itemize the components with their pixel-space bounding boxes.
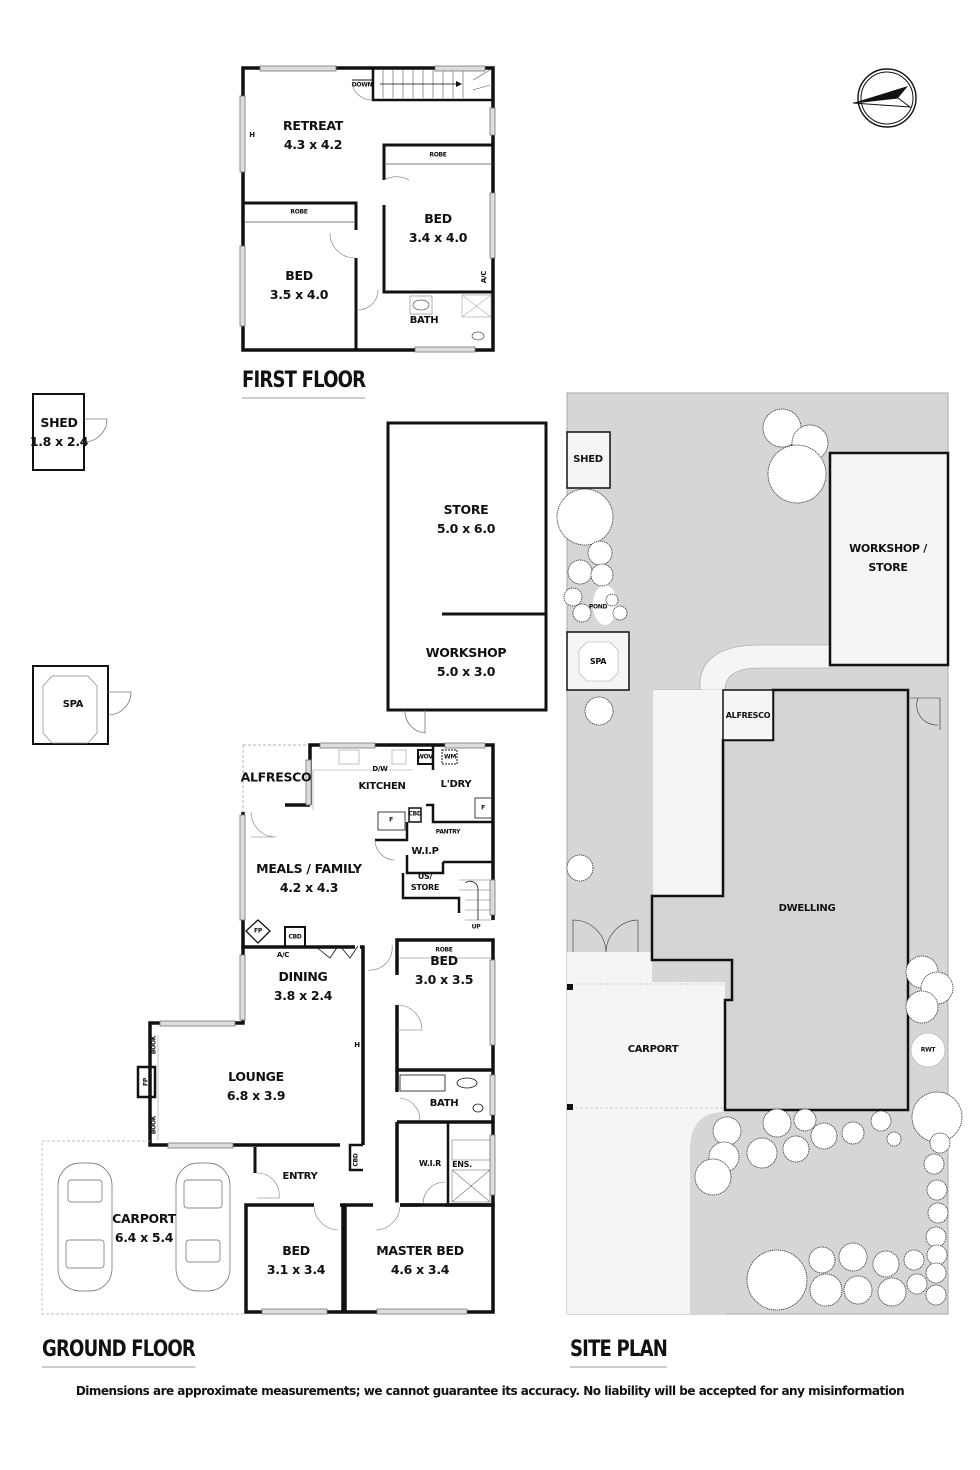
room-wip: W.I.P [411, 846, 439, 857]
room-dims: 6.8 x 3.9 [226, 1088, 286, 1103]
room-carport: CARPORT 6.4 x 5.4 [112, 1209, 176, 1247]
site-pond-label: POND [588, 603, 608, 611]
room-dims: 4.3 x 4.2 [283, 137, 343, 152]
room-name: BED [424, 211, 452, 226]
fireplace-label: FP [142, 1078, 150, 1086]
room-kitchen: KITCHEN [358, 781, 406, 792]
ac-label: A/C [480, 270, 488, 284]
room-dims: 5.0 x 3.0 [436, 664, 496, 679]
room-bed-first-b: BED 3.5 x 4.0 [269, 266, 329, 304]
room-wir: W.I.R [419, 1159, 441, 1168]
tree-icon [556, 408, 963, 1311]
site-shed-label: SHED [573, 454, 603, 465]
cupboard-label: CBD [288, 933, 302, 941]
ground-floor-title: GROUND FLOOR [42, 1337, 196, 1368]
bookshelf-label: BOOK [150, 1115, 158, 1135]
bookshelf-label: BOOK [150, 1035, 158, 1055]
room-bed-ground-1: BED 3.0 x 3.5 [414, 951, 474, 989]
room-retreat: RETREAT 4.3 x 4.2 [283, 116, 343, 154]
room-dims: 3.4 x 4.0 [408, 230, 468, 245]
wall-oven-label: WOV [417, 753, 433, 761]
ground-floor-windows [159, 742, 496, 1315]
fridge-label: F [389, 816, 393, 824]
ground-floor-plan [41, 743, 495, 1315]
room-us-store: US/STORE [411, 871, 439, 893]
washing-machine-label: WM [444, 753, 456, 761]
room-store: STORE 5.0 x 6.0 [436, 500, 496, 538]
room-name: DINING [278, 969, 328, 984]
room-spa: SPA [62, 699, 84, 710]
room-dims: 4.6 x 3.4 [390, 1262, 450, 1277]
room-dims: 3.5 x 4.0 [269, 287, 329, 302]
fridge-label: F [481, 804, 485, 812]
room-master-bed: MASTER BED 4.6 x 3.4 [376, 1241, 464, 1279]
outbuildings-plan [32, 393, 548, 745]
cupboard-label: CBD [408, 810, 422, 818]
room-workshop: WORKSHOP 5.0 x 3.0 [426, 643, 507, 681]
room-dims: 6.4 x 5.4 [114, 1230, 174, 1245]
robe-label: ROBE [429, 151, 447, 159]
room-bath-first: BATH [409, 315, 439, 326]
dishwasher-label: D/W [372, 765, 388, 773]
room-name: WORKSHOP [425, 645, 507, 660]
site-plan-drawing [556, 392, 963, 1315]
room-dining: DINING 3.8 x 2.4 [273, 967, 333, 1005]
room-name: STORE [443, 502, 489, 517]
room-ensuite: ENS. [452, 1160, 472, 1169]
robe-label: ROBE [290, 208, 308, 216]
room-dims: 3.1 x 3.4 [266, 1262, 326, 1277]
ac-label: A/C [276, 951, 290, 959]
room-name: SHED [40, 415, 78, 430]
room-name: CARPORT [112, 1211, 176, 1226]
room-meals-family: MEALS / FAMILY 4.2 x 4.3 [256, 859, 362, 897]
room-name: BED [282, 1243, 310, 1258]
room-name: MASTER BED [376, 1243, 464, 1258]
room-name: BED [430, 953, 458, 968]
heater-label: H [249, 131, 255, 139]
room-dims: 4.2 x 4.3 [279, 880, 339, 895]
first-floor-windows [239, 65, 496, 353]
room-dims: 5.0 x 6.0 [436, 521, 496, 536]
north-arrow-icon [852, 68, 917, 128]
room-lounge: LOUNGE 6.8 x 3.9 [226, 1067, 286, 1105]
room-name: RETREAT [283, 118, 343, 133]
fireplace-label: FP [254, 927, 262, 935]
room-shed: SHED 1.8 x 2.4 [29, 413, 89, 451]
room-name: US/ [417, 872, 433, 881]
stairs-up-label: UP [471, 923, 481, 931]
stairs-down-label: DOWN [351, 81, 373, 89]
pantry-label: PANTRY [435, 828, 461, 836]
room-alfresco: ALFRESCO [240, 769, 312, 785]
room-name: MEALS / FAMILY [256, 861, 362, 876]
site-alfresco-label: ALFRESCO [725, 711, 771, 720]
room-bed-first-a: BED 3.4 x 4.0 [408, 209, 468, 247]
room-name: LOUNGE [228, 1069, 284, 1084]
cupboard-label: CBD [352, 1153, 360, 1167]
site-spa-label: SPA [589, 657, 607, 666]
site-workshop-store-label: WORKSHOP / STORE [849, 539, 927, 577]
site-carport-label: CARPORT [627, 1044, 679, 1055]
car-icon [57, 1162, 231, 1292]
disclaimer-text: Dimensions are approximate measurements;… [75, 1384, 905, 1398]
site-dwelling-label: DWELLING [778, 903, 836, 914]
room-dims: 1.8 x 2.4 [29, 434, 89, 449]
room-bed-ground-2: BED 3.1 x 3.4 [266, 1241, 326, 1279]
room-name: BED [285, 268, 313, 283]
site-plan-title: SITE PLAN [570, 1337, 668, 1368]
label-line-1: WORKSHOP / [849, 542, 927, 555]
room-laundry: L'DRY [440, 779, 472, 790]
first-floor-title: FIRST FLOOR [242, 368, 366, 399]
rainwater-tank-label: RWT [920, 1046, 936, 1054]
label-line-2: STORE [868, 561, 908, 574]
heater-label: H [354, 1041, 360, 1049]
robe-label: ROBE [435, 946, 453, 954]
room-dims: 3.8 x 2.4 [273, 988, 333, 1003]
room-entry: ENTRY [282, 1171, 318, 1182]
room-dims: 3.0 x 3.5 [414, 972, 474, 987]
room-bath-ground: BATH [429, 1098, 459, 1109]
room-name-2: STORE [410, 883, 440, 892]
